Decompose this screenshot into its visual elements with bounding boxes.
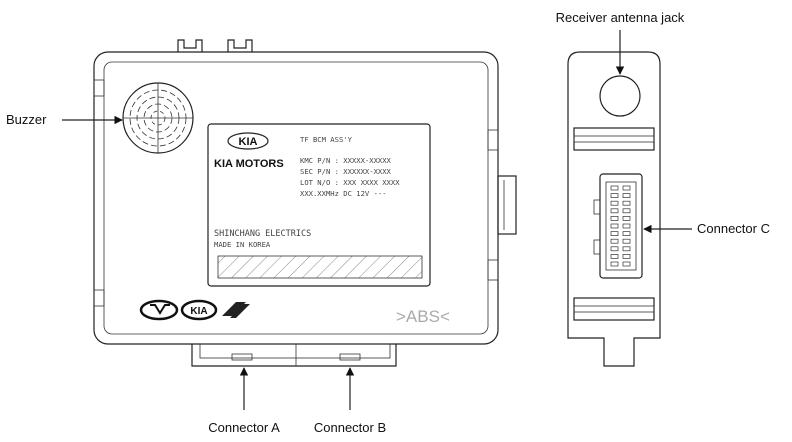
plate-product: TF BCM ASS'Y xyxy=(300,135,353,144)
connector-c-pin xyxy=(610,185,619,191)
buzzer-label: Buzzer xyxy=(6,112,47,127)
connector-c-pin xyxy=(610,246,619,252)
connector-c xyxy=(593,173,643,279)
connector-c-pin xyxy=(610,238,619,244)
connector-c-pin xyxy=(610,216,619,221)
kia-oval-logo xyxy=(227,132,269,150)
callout-antenna: Receiver antenna jack xyxy=(556,10,685,75)
connector-c-pin xyxy=(622,185,631,191)
plate-lot: LOT N/O : XXX XXXX XXXX xyxy=(300,178,400,187)
connector-a-label: Connector A xyxy=(208,420,280,435)
bottom-connectors xyxy=(191,343,397,367)
connector-c-pin xyxy=(610,193,619,198)
connector-c-pin xyxy=(622,216,631,221)
connector-c-pin xyxy=(622,261,631,267)
callout-buzzer: Buzzer xyxy=(6,112,123,127)
plate-origin: MADE IN KOREA xyxy=(214,240,271,249)
brand-mark-logo xyxy=(222,302,250,318)
callout-connector-c: Connector C xyxy=(643,221,770,236)
connector-c-pin xyxy=(622,223,631,229)
antenna-label: Receiver antenna jack xyxy=(556,10,685,25)
top-clips xyxy=(170,39,264,53)
connector-c-pin xyxy=(622,231,631,236)
connector-c-pin xyxy=(622,254,631,259)
plate-maker: SHINCHANG ELECTRICS xyxy=(214,229,311,239)
plate-spec: XXX.XXMHz DC 12V --- xyxy=(300,189,387,198)
barcode-hatch xyxy=(217,255,423,279)
connector-c-pin xyxy=(610,254,619,259)
plate-sec-pn: SEC P/N : XXXXXX-XXXX xyxy=(300,167,392,176)
connector-c-pin xyxy=(610,200,619,206)
antenna-jack xyxy=(599,75,641,117)
callout-connector-b: Connector B xyxy=(314,367,386,435)
kia-bottom-text: KIA xyxy=(190,306,207,317)
side-view xyxy=(567,51,661,367)
plate-brand: KIA MOTORS xyxy=(214,158,284,170)
connector-c-pin xyxy=(622,238,631,244)
connector-c-pin xyxy=(610,223,619,229)
connector-c-label: Connector C xyxy=(697,221,770,236)
connector-b-label: Connector B xyxy=(314,420,386,435)
connector-c-pin xyxy=(610,208,619,214)
connector-c-pin xyxy=(622,193,631,198)
plate-kmc-pn: KMC P/N : XXXXX-XXXXX xyxy=(300,156,392,165)
connector-c-pin xyxy=(622,246,631,252)
callout-connector-a: Connector A xyxy=(208,367,280,435)
side-housing xyxy=(567,51,661,367)
connector-c-pin xyxy=(610,261,619,267)
connector-c-pin xyxy=(622,208,631,214)
bottom-logos: KIA >ABS< xyxy=(139,299,450,326)
buzzer xyxy=(122,82,194,154)
kia-bottom-logo xyxy=(180,299,218,321)
front-view: KIA KIA MOTORS TF BCM ASS'Y KMC P/N : XX… xyxy=(93,39,517,367)
connector-c-pin xyxy=(610,231,619,236)
label-plate: KIA KIA MOTORS TF BCM ASS'Y KMC P/N : XX… xyxy=(207,123,431,287)
connector-c-pin xyxy=(622,200,631,206)
abs-logo: >ABS< xyxy=(396,307,450,326)
plate-logo-text: KIA xyxy=(239,136,258,148)
